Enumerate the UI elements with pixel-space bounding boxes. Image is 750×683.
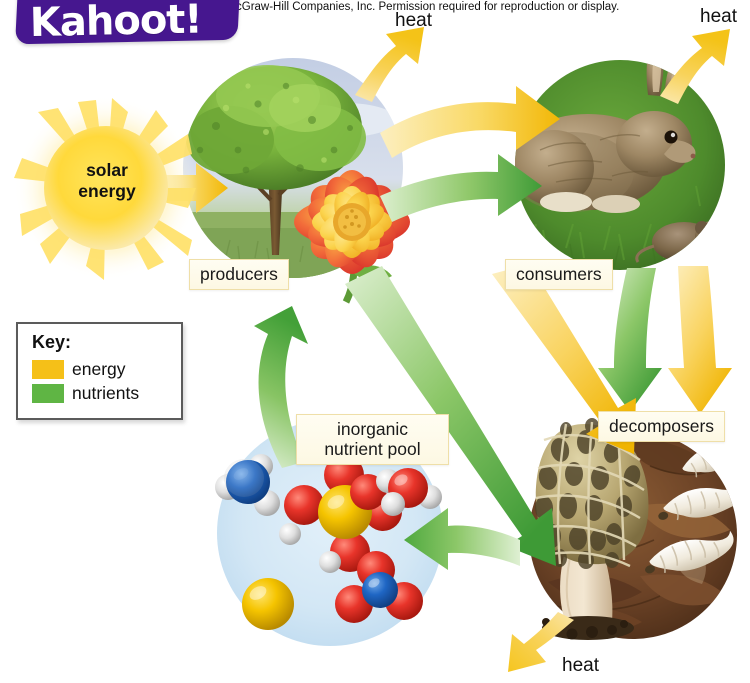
arrow-producers-to-consumers-nutrients xyxy=(380,154,542,222)
arrow-consumers-to-decomposers-energy xyxy=(668,266,732,414)
decomposers-label: decomposers xyxy=(598,411,726,443)
decomposers-illustration xyxy=(529,418,737,640)
nutrient-pool-line2: nutrient pool xyxy=(324,439,421,460)
arrow-decomposers-to-pool xyxy=(404,508,520,570)
arrow-pool-to-producers xyxy=(254,306,308,468)
arrow-producers-to-consumers-energy xyxy=(380,86,560,158)
arrow-producers-to-decomposers-energy xyxy=(492,264,636,454)
solar-energy-line1: solar xyxy=(86,160,128,180)
legend-label-nutrients: nutrients xyxy=(72,383,140,403)
sun-illustration xyxy=(14,96,198,280)
heat-label-producers: heat xyxy=(395,10,432,31)
producers-label: producers xyxy=(189,259,289,291)
solar-energy-line2: energy xyxy=(78,181,136,202)
arrow-producers-to-decomposers-nutrients xyxy=(345,266,556,566)
arrow-heat-decomposers xyxy=(508,612,574,672)
legend-key-box: Key: energy nutrients xyxy=(16,322,183,420)
sulfur-atom xyxy=(242,578,294,630)
consumers-illustration xyxy=(515,60,725,270)
nitrate-molecule xyxy=(335,551,423,623)
ammonia-molecule xyxy=(215,454,280,516)
nutrient-pool-label: inorganic nutrient pool xyxy=(296,414,449,466)
arrow-consumers-to-decomposers-nutrients xyxy=(598,268,662,412)
legend-label-energy: energy xyxy=(72,359,126,379)
legend-swatch-energy xyxy=(32,360,64,379)
flower-illustration xyxy=(294,170,410,304)
legend-swatch-nutrients xyxy=(32,384,64,403)
arrow-heat-producers xyxy=(355,27,424,102)
heat-label-consumers: heat xyxy=(700,6,737,27)
copyright-notice: cGraw-Hill Companies, Inc. Permission re… xyxy=(236,1,620,13)
nutrient-pool-illustration xyxy=(215,420,443,646)
arrow-heat-consumers xyxy=(660,29,730,104)
heat-label-decomposers: heat xyxy=(562,655,599,676)
kahoot-logo-text: Kahoot! xyxy=(29,0,203,47)
legend-title: Key: xyxy=(32,332,72,352)
consumers-label: consumers xyxy=(505,259,613,291)
water-molecule xyxy=(376,468,442,516)
solar-energy-label: solar energy xyxy=(54,160,160,203)
nutrient-pool-line1: inorganic xyxy=(336,419,409,439)
